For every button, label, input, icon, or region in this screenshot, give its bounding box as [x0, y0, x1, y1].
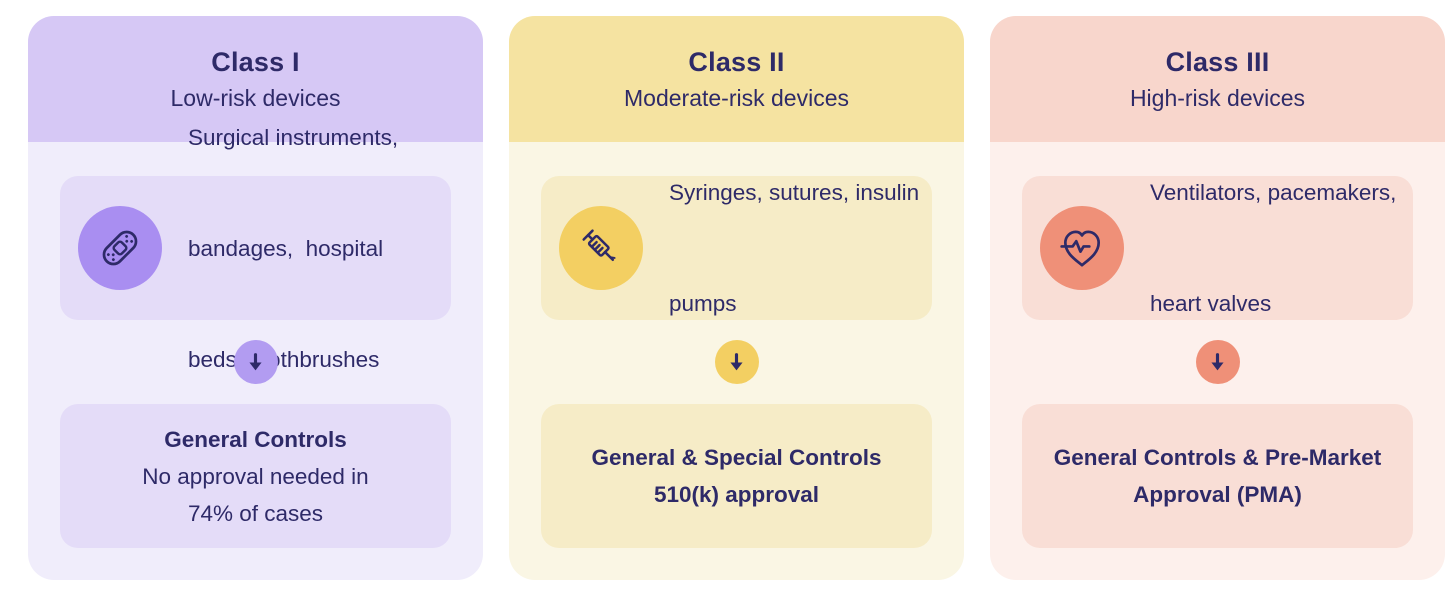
bandage-icon: [95, 223, 145, 273]
controls-line: 74% of cases: [187, 500, 324, 526]
card-class-1-header: Class I Low-risk devices: [28, 16, 483, 142]
device-examples-text: Syringes, sutures, insulin pumps: [669, 100, 919, 396]
card-class-3-content: Ventilators, pacemakers, heart valves Ge…: [990, 142, 1445, 580]
card-class-2-content: Syringes, sutures, insulin pumps General…: [509, 142, 964, 580]
device-examples-line: pumps: [669, 291, 737, 316]
icon-circle: [1040, 206, 1124, 290]
controls-line: General Controls & Pre-Market: [1053, 445, 1382, 470]
card-subtitle: Moderate-risk devices: [624, 84, 849, 111]
arrow-row: [60, 340, 451, 384]
device-examples-line: heart valves: [1150, 291, 1272, 316]
controls-box: General Controls & Pre-Market Approval (…: [1022, 404, 1413, 548]
controls-line: Approval (PMA): [1133, 482, 1302, 507]
device-examples-line: Surgical instruments,: [188, 124, 399, 150]
arrow-circle: [1195, 340, 1240, 384]
down-arrow-icon: [244, 351, 267, 374]
card-class-3: Class III High-risk devices Ventilators,…: [990, 16, 1445, 580]
icon-circle: [78, 206, 162, 290]
syringe-icon: [576, 223, 626, 273]
down-arrow-icon: [725, 351, 748, 374]
card-subtitle: High-risk devices: [1129, 84, 1306, 111]
card-class-1-content: Surgical instruments, bandages, hospital…: [28, 125, 483, 580]
device-examples-line: bandages, hospital: [188, 235, 384, 261]
arrow-circle: [233, 340, 278, 384]
arrow-row: [1022, 340, 1413, 384]
card-class-2-header: Class II Moderate-risk devices: [509, 16, 964, 142]
card-title: Class III: [1165, 46, 1270, 77]
arrow-row: [541, 340, 932, 384]
controls-box: General Controls No approval needed in 7…: [60, 404, 451, 548]
card-class-2: Class II Moderate-risk devices: [509, 16, 964, 580]
device-examples-box: Syringes, sutures, insulin pumps: [541, 176, 932, 320]
card-title: Class I: [211, 46, 300, 77]
device-examples-box: Surgical instruments, bandages, hospital…: [60, 125, 451, 372]
device-examples-box: Ventilators, pacemakers, heart valves: [1022, 176, 1413, 320]
card-class-3-header: Class III High-risk devices: [990, 16, 1445, 142]
controls-line: 510(k) approval: [653, 482, 820, 507]
card-class-1: Class I Low-risk devices: [28, 16, 483, 580]
controls-line: General & Special Controls: [591, 445, 882, 470]
device-examples-line: Ventilators, pacemakers,: [1150, 180, 1397, 205]
down-arrow-icon: [1206, 351, 1229, 374]
controls-line: General Controls: [164, 426, 347, 452]
controls-line: No approval needed in: [142, 463, 369, 489]
arrow-circle: [714, 340, 759, 384]
controls-box: General & Special Controls 510(k) approv…: [541, 404, 932, 548]
card-title: Class II: [688, 46, 785, 77]
device-examples-text: Surgical instruments, bandages, hospital…: [188, 45, 398, 452]
device-examples-line: Syringes, sutures, insulin: [669, 180, 920, 205]
card-subtitle: Low-risk devices: [170, 84, 341, 111]
device-examples-text: Ventilators, pacemakers, heart valves: [1150, 100, 1396, 396]
heart-pulse-icon: [1057, 223, 1107, 273]
icon-circle: [559, 206, 643, 290]
